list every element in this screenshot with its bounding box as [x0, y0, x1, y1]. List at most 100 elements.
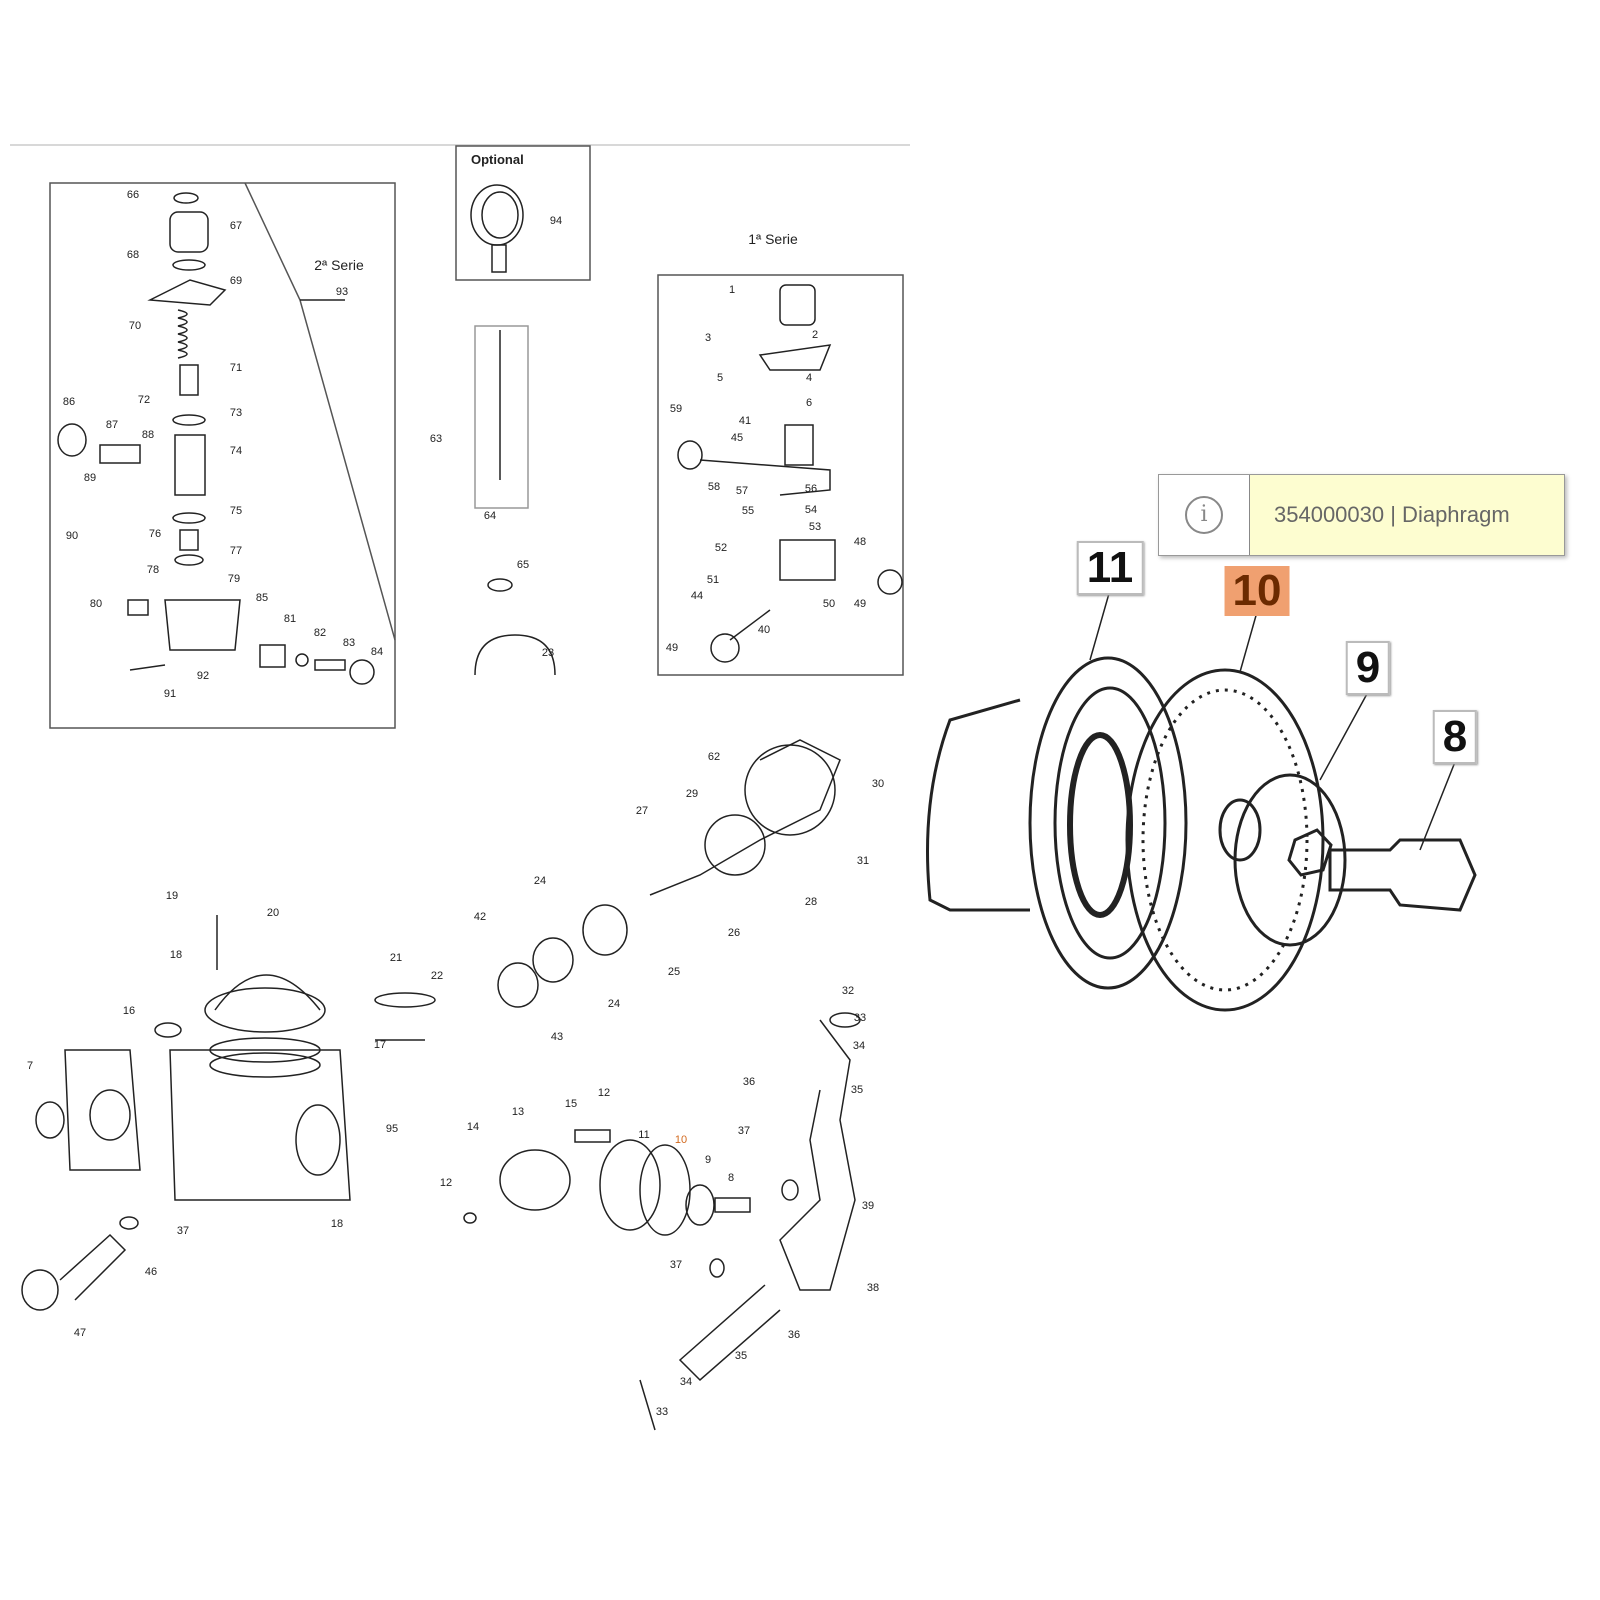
part-label[interactable]: 38 — [866, 1282, 880, 1294]
part-label[interactable]: 1 — [728, 284, 736, 296]
part-label[interactable]: 46 — [144, 1266, 158, 1278]
part-label[interactable]: 24 — [607, 998, 621, 1010]
part-label[interactable]: 4 — [805, 372, 813, 384]
part-label[interactable]: 13 — [511, 1106, 525, 1118]
part-label[interactable]: 26 — [727, 927, 741, 939]
part-label[interactable]: 27 — [635, 805, 649, 817]
part-label[interactable]: 34 — [852, 1040, 866, 1052]
part-label[interactable]: 78 — [146, 564, 160, 576]
part-label[interactable]: 62 — [707, 751, 721, 763]
part-label[interactable]: 52 — [714, 542, 728, 554]
part-label[interactable]: 57 — [735, 485, 749, 497]
part-label[interactable]: 49 — [853, 598, 867, 610]
part-label[interactable]: 53 — [808, 521, 822, 533]
part-label[interactable]: 48 — [853, 536, 867, 548]
part-label[interactable]: 28 — [804, 896, 818, 908]
enlarged-label-9[interactable]: 9 — [1345, 641, 1391, 695]
part-label[interactable]: 37 — [737, 1125, 751, 1137]
part-label[interactable]: 54 — [804, 504, 818, 516]
part-label[interactable]: 95 — [385, 1123, 399, 1135]
part-label[interactable]: 14 — [466, 1121, 480, 1133]
part-label[interactable]: 85 — [255, 592, 269, 604]
part-label[interactable]: 74 — [229, 445, 243, 457]
part-label[interactable]: 7 — [26, 1060, 34, 1072]
part-label[interactable]: 11 — [638, 1129, 650, 1141]
part-label[interactable]: 15 — [564, 1098, 578, 1110]
part-label[interactable]: 33 — [853, 1012, 867, 1024]
part-label[interactable]: 45 — [730, 432, 744, 444]
part-label[interactable]: 67 — [229, 220, 243, 232]
part-label[interactable]: 30 — [871, 778, 885, 790]
part-label[interactable]: 33 — [655, 1406, 669, 1418]
part-label[interactable]: 2 — [811, 329, 819, 341]
part-label[interactable]: 19 — [165, 890, 179, 902]
part-label[interactable]: 10 — [674, 1134, 688, 1146]
part-label[interactable]: 89 — [83, 472, 97, 484]
part-label[interactable]: 73 — [229, 407, 243, 419]
part-label[interactable]: 39 — [861, 1200, 875, 1212]
part-label[interactable]: 18 — [330, 1218, 344, 1230]
part-label[interactable]: 16 — [122, 1005, 136, 1017]
part-label[interactable]: 41 — [738, 415, 752, 427]
part-label[interactable]: 6 — [805, 397, 813, 409]
part-label[interactable]: 56 — [804, 483, 818, 495]
part-label[interactable]: 66 — [126, 189, 140, 201]
part-label[interactable]: 81 — [283, 613, 297, 625]
part-label[interactable]: 69 — [229, 275, 243, 287]
part-label[interactable]: 25 — [667, 966, 681, 978]
part-label[interactable]: 86 — [62, 396, 76, 408]
part-label[interactable]: 43 — [550, 1031, 564, 1043]
part-label[interactable]: 91 — [163, 688, 177, 700]
enlarged-label-8[interactable]: 8 — [1432, 710, 1478, 764]
part-label[interactable]: 87 — [105, 419, 119, 431]
part-label[interactable]: 12 — [597, 1087, 611, 1099]
part-label[interactable]: 77 — [229, 545, 243, 557]
part-label[interactable]: 55 — [741, 505, 755, 517]
part-label[interactable]: 80 — [89, 598, 103, 610]
part-label[interactable]: 42 — [473, 911, 487, 923]
part-label[interactable]: 82 — [313, 627, 327, 639]
part-label[interactable]: 35 — [850, 1084, 864, 1096]
part-label[interactable]: 70 — [128, 320, 142, 332]
enlarged-label-11[interactable]: 11 — [1076, 541, 1144, 595]
part-label[interactable]: 50 — [822, 598, 836, 610]
part-label[interactable]: 79 — [227, 573, 241, 585]
part-label[interactable]: 72 — [137, 394, 151, 406]
part-label[interactable]: 32 — [841, 985, 855, 997]
part-label[interactable]: 31 — [856, 855, 870, 867]
part-label[interactable]: 94 — [549, 215, 563, 227]
part-label[interactable]: 23 — [541, 647, 555, 659]
part-label[interactable]: 88 — [141, 429, 155, 441]
part-label[interactable]: 71 — [229, 362, 243, 374]
part-label[interactable]: 18 — [169, 949, 183, 961]
part-label[interactable]: 3 — [704, 332, 712, 344]
part-label[interactable]: 34 — [679, 1376, 693, 1388]
part-label[interactable]: 29 — [685, 788, 699, 800]
part-label[interactable]: 83 — [342, 637, 356, 649]
part-label[interactable]: 35 — [734, 1350, 748, 1362]
part-label[interactable]: 36 — [742, 1076, 756, 1088]
part-label[interactable]: 37 — [176, 1225, 190, 1237]
part-label[interactable]: 36 — [787, 1329, 801, 1341]
part-label[interactable]: 68 — [126, 249, 140, 261]
part-label[interactable]: 49 — [665, 642, 679, 654]
part-label[interactable]: 58 — [707, 481, 721, 493]
part-label[interactable]: 22 — [430, 970, 444, 982]
part-label[interactable]: 76 — [148, 528, 162, 540]
part-label[interactable]: 63 — [429, 433, 443, 445]
part-label[interactable]: 40 — [757, 624, 771, 636]
part-label[interactable]: 84 — [370, 646, 384, 658]
part-label[interactable]: 92 — [196, 670, 210, 682]
part-label[interactable]: 20 — [266, 907, 280, 919]
part-label[interactable]: 12 — [439, 1177, 453, 1189]
part-label[interactable]: 64 — [483, 510, 497, 522]
part-label[interactable]: 21 — [389, 952, 403, 964]
part-label[interactable]: 47 — [73, 1327, 87, 1339]
part-label[interactable]: 51 — [706, 574, 720, 586]
part-label[interactable]: 5 — [716, 372, 724, 384]
part-label[interactable]: 24 — [533, 875, 547, 887]
part-label[interactable]: 37 — [669, 1259, 683, 1271]
part-label[interactable]: 65 — [516, 559, 530, 571]
part-label[interactable]: 17 — [373, 1039, 387, 1051]
part-label[interactable]: 59 — [669, 403, 683, 415]
